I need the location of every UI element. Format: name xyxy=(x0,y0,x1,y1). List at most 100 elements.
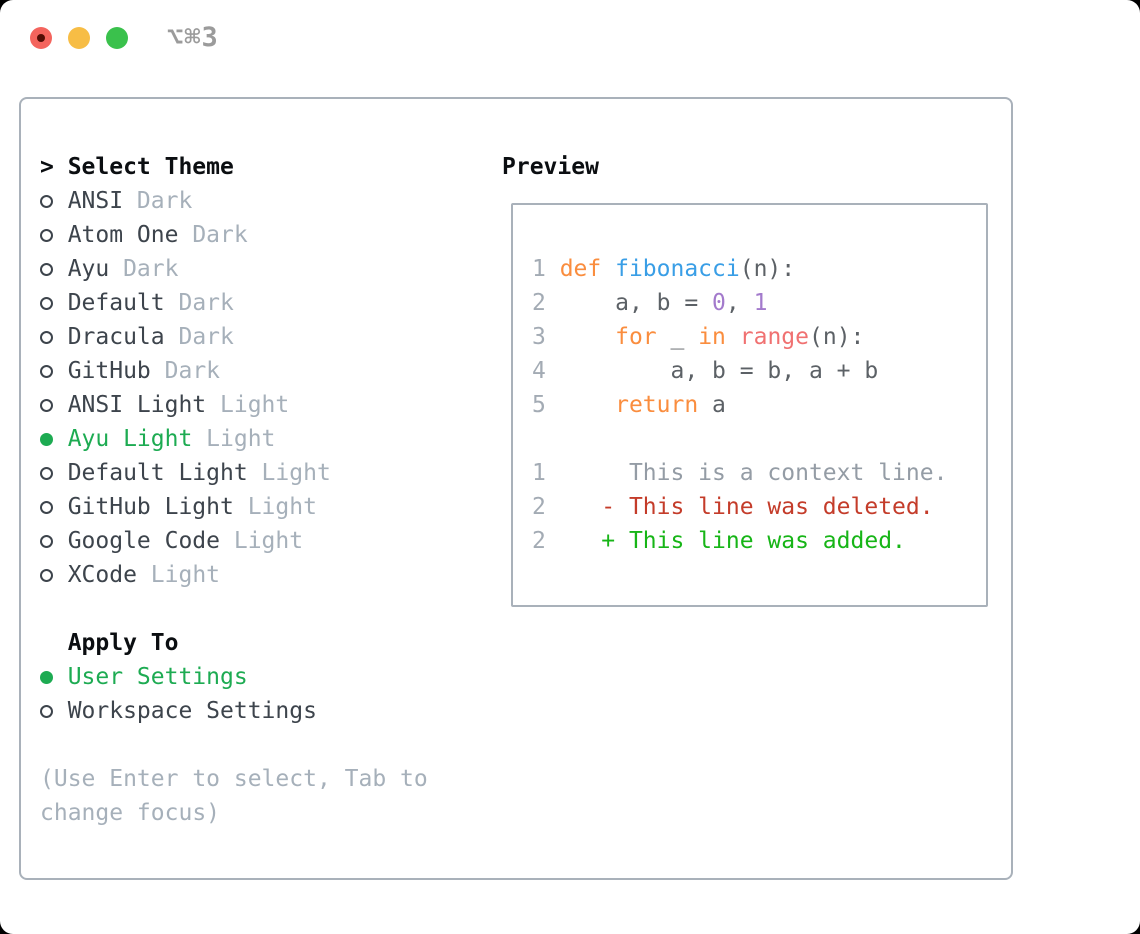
option-label: Ayu Light xyxy=(67,426,193,452)
select-theme-title: Select Theme xyxy=(67,154,234,180)
variant-label: Light xyxy=(220,528,304,554)
token-ln: 2 xyxy=(532,528,546,554)
token-ln: 3 xyxy=(532,324,560,350)
radio-icon xyxy=(40,432,68,446)
theme-option-default-dark[interactable]: Default Dark xyxy=(40,286,500,320)
theme-option-github-light[interactable]: GitHub Light Light xyxy=(40,490,500,524)
radio-icon xyxy=(40,534,68,548)
option-label: XCode xyxy=(67,562,137,588)
variant-label: Dark xyxy=(109,256,179,282)
code-line: 4 a, b = b, a + b xyxy=(532,354,947,388)
radio-icon xyxy=(40,398,68,412)
token-fg: a, b = b, a + b xyxy=(559,358,879,384)
theme-option-ansi-dark[interactable]: ANSI Dark xyxy=(40,184,500,218)
token-num: 0 xyxy=(712,290,726,316)
radio-icon xyxy=(40,500,68,514)
token-ln: 1 xyxy=(532,460,546,486)
radio-unselected-icon xyxy=(40,398,53,412)
theme-option-google-code[interactable]: Google Code Light xyxy=(40,524,500,558)
radio-unselected-icon xyxy=(40,296,53,310)
code-line: 2 a, b = 0, 1 xyxy=(532,286,947,320)
unsaved-dot-icon xyxy=(37,34,45,42)
variant-label: Light xyxy=(233,494,317,520)
token-num: 1 xyxy=(753,290,768,316)
token-kw: for xyxy=(615,324,657,350)
cursor-icon: > xyxy=(40,154,54,180)
radio-unselected-icon xyxy=(40,194,53,208)
token-sp: range xyxy=(739,324,809,350)
select-theme-header: > Select Theme xyxy=(40,150,500,184)
radio-unselected-icon xyxy=(40,500,53,514)
variant-label: Light xyxy=(136,562,221,588)
token-fg: , xyxy=(725,290,754,316)
theme-option-atom-one-dark[interactable]: Atom One Dark xyxy=(40,218,500,252)
variant-label: Light xyxy=(192,426,276,452)
preview-title: Preview xyxy=(502,154,599,180)
variant-label: Light xyxy=(247,460,331,486)
close-button[interactable] xyxy=(30,27,52,49)
option-label: Atom One xyxy=(67,222,179,248)
radio-icon xyxy=(40,262,68,276)
radio-selected-icon xyxy=(40,432,53,446)
token-ln: 4 xyxy=(532,358,560,384)
token-kw: in xyxy=(698,324,726,350)
apply-to-header-row: Apply To xyxy=(40,626,500,660)
token-fg xyxy=(560,392,615,418)
variant-label: Dark xyxy=(150,358,221,384)
theme-option-ayu-dark[interactable]: Ayu Dark xyxy=(40,252,500,286)
zoom-button[interactable] xyxy=(106,27,128,49)
theme-option-ayu-light[interactable]: Ayu Light Light xyxy=(40,422,500,456)
token-ln: 2 xyxy=(532,494,546,520)
radio-icon xyxy=(40,364,68,378)
code-line: 5 return a xyxy=(532,388,947,422)
radio-icon xyxy=(40,228,68,242)
radio-icon xyxy=(40,704,68,718)
variant-label: Dark xyxy=(164,290,234,316)
option-label: Default Light xyxy=(67,460,248,486)
theme-option-github-dark[interactable]: GitHub Dark xyxy=(40,354,500,388)
radio-unselected-icon xyxy=(40,262,53,276)
theme-option-dracula-dark[interactable]: Dracula Dark xyxy=(40,320,500,354)
radio-icon xyxy=(40,466,68,480)
option-label: ANSI xyxy=(67,188,124,214)
token-fg: _ xyxy=(656,324,699,350)
option-label: Workspace Settings xyxy=(67,698,317,724)
theme-option-default-light[interactable]: Default Light Light xyxy=(40,456,500,490)
radio-unselected-icon xyxy=(40,364,53,378)
token-del: - This line was deleted. xyxy=(545,494,934,520)
window-shortcut-label: ⌥⌘3 xyxy=(167,22,219,53)
spacer-row xyxy=(40,592,500,626)
radio-selected-icon xyxy=(40,670,53,684)
token-fg: a xyxy=(698,392,726,418)
theme-option-xcode[interactable]: XCode Light xyxy=(40,558,500,592)
radio-icon xyxy=(40,670,68,684)
radio-unselected-icon xyxy=(40,568,53,582)
option-label: Google Code xyxy=(67,528,221,554)
radio-icon xyxy=(40,194,68,208)
radio-unselected-icon xyxy=(40,534,53,548)
radio-icon xyxy=(40,296,68,310)
radio-unselected-icon xyxy=(40,704,53,718)
token-ln: 2 xyxy=(532,290,560,316)
minimize-button[interactable] xyxy=(68,27,90,49)
apply-option-workspace-settings[interactable]: Workspace Settings xyxy=(40,694,500,728)
code-line: 1 def fibonacci(n): xyxy=(532,252,947,286)
token-fg xyxy=(726,324,740,350)
help-line-text: (Use Enter to select, Tab to xyxy=(40,766,428,792)
token-ctx: This is a context line. xyxy=(545,460,948,486)
radio-unselected-icon xyxy=(40,330,53,344)
help-line-text: change focus) xyxy=(40,800,221,826)
option-label: GitHub xyxy=(67,358,151,384)
theme-option-ansi-light[interactable]: ANSI Light Light xyxy=(40,388,500,422)
option-label: Default xyxy=(67,290,165,316)
token-fg: (n): xyxy=(809,324,865,350)
apply-option-user-settings[interactable]: User Settings xyxy=(40,660,500,694)
radio-icon xyxy=(40,330,68,344)
